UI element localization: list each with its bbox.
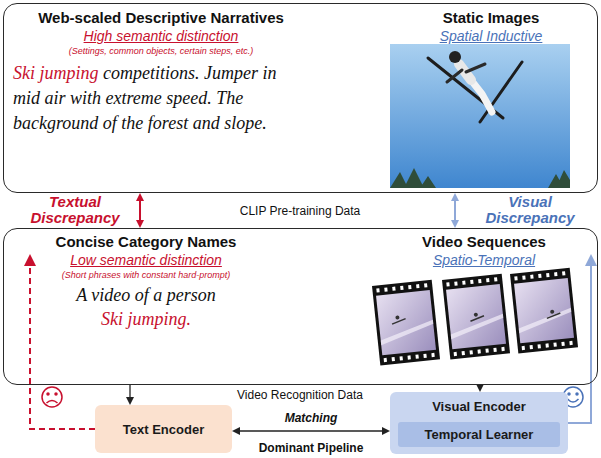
- connector-line: [454, 200, 456, 221]
- connector: [476, 384, 484, 392]
- data-label: CLIP Pre-training Data: [240, 204, 361, 218]
- connector: [126, 385, 134, 405]
- panel-subheading: Spatial Inductive: [331, 28, 601, 44]
- text-flow: Ski jumpingcompetitions. Jumper in mid a…: [13, 61, 303, 136]
- connector-line: [129, 385, 130, 398]
- photo-sky: [390, 44, 570, 188]
- panel-subheading: Low semantic distinction: [0, 252, 306, 268]
- video-frame: [510, 268, 578, 354]
- arrow-head: [476, 384, 484, 392]
- photo-trees: [390, 168, 570, 188]
- prompt-text: A video of a person: [0, 285, 306, 306]
- panel-note: (Settings, common objects, certain steps…: [1, 46, 321, 56]
- data-label: Video Recognition Data: [237, 388, 363, 402]
- panel-heading: Video Sequences: [324, 233, 601, 250]
- connector: [232, 427, 390, 435]
- panel-subheading: High semantic distinction: [1, 28, 321, 44]
- panel-note: (Short phrases with constant hard-prompt…: [0, 270, 306, 280]
- connector-line: [139, 200, 141, 221]
- ski: [480, 62, 522, 122]
- arrow-head: [451, 220, 459, 228]
- discrepancy-label: Textual Discrepancy: [20, 194, 130, 226]
- encoder-box: Text Encoder: [95, 405, 232, 453]
- arrow-head: [126, 397, 134, 405]
- encoder-box: Visual EncoderTemporal Learner: [390, 392, 568, 454]
- module-box: Temporal Learner: [398, 422, 560, 447]
- sad-face: [42, 387, 62, 407]
- arrow-head: [451, 193, 459, 201]
- panel-heading: Concise Category Names: [0, 233, 306, 250]
- arrow-head: [24, 254, 36, 266]
- skier-arms: [447, 64, 485, 82]
- video-frame: [442, 274, 510, 360]
- highlight-text: Ski jumping.: [0, 309, 306, 330]
- ski: [428, 58, 503, 118]
- box-label: Text Encoder: [123, 422, 204, 437]
- discrepancy-label: Visual Discrepancy: [474, 194, 586, 226]
- highlight-text: Ski jumping: [13, 63, 99, 83]
- arrow-head: [232, 427, 240, 435]
- connector-line: [239, 430, 383, 431]
- connector: [451, 193, 459, 228]
- connector: [136, 193, 144, 228]
- video-frame: [372, 280, 440, 366]
- skier-head: [449, 51, 461, 63]
- arrow-head: [136, 193, 144, 201]
- visual-feedback-line: [568, 264, 591, 423]
- ski-jump-photo: [390, 44, 570, 188]
- box-label: Temporal Learner: [425, 427, 534, 442]
- pipeline-label: Dominant Pipeline: [259, 441, 364, 455]
- arrow-head: [136, 220, 144, 228]
- box-label: Visual Encoder: [390, 399, 568, 414]
- skier-legs: [471, 80, 492, 112]
- arrow-head: [585, 254, 597, 266]
- panel-heading: Static Images: [331, 9, 601, 26]
- data-panel: Concise Category NamesLow semantic disti…: [3, 228, 598, 385]
- edge-label: Matching: [283, 411, 340, 425]
- panel-heading: Web-scaled Descriptive Narratives: [1, 9, 321, 26]
- arrow-head: [382, 427, 390, 435]
- panel-subheading: Spatio-Temporal: [324, 252, 601, 268]
- data-panel: Ski jumpingcompetitions. Jumper in mid a…: [3, 3, 598, 193]
